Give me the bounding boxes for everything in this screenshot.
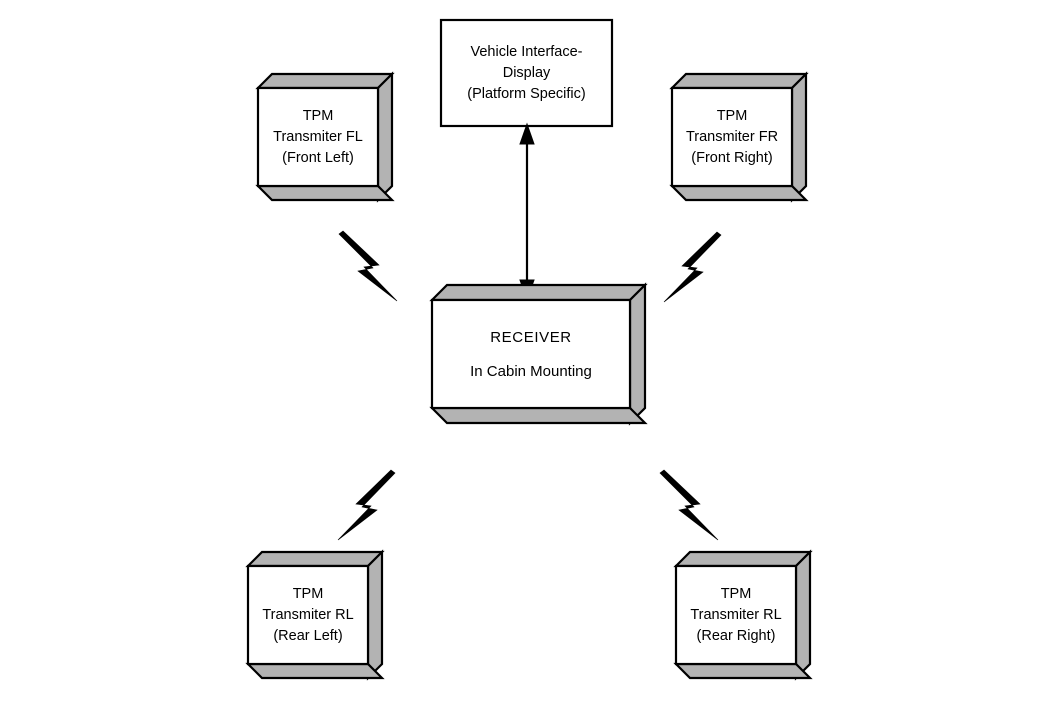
receiver-front-face: [430, 298, 632, 410]
node-receiver[interactable]: [429, 282, 648, 426]
rf-link-rear-right-bolt-icon[interactable]: [659, 469, 719, 541]
receiver-bottom-face: [429, 406, 648, 425]
tpm-fl-bottom-face: [255, 184, 395, 202]
tpm-rr-bottom-face: [673, 662, 813, 680]
tpm-fr-front-face: [670, 86, 794, 188]
tpm-fr-bottom-face: [669, 184, 809, 202]
tpm-fl-top-face: [255, 72, 395, 90]
node-tpm-transmitter-rr[interactable]: [673, 549, 813, 681]
node-vehicle-interface-display[interactable]: [439, 18, 614, 128]
tpm-rl-bottom-face: [245, 662, 385, 680]
tpm-rl-top-face: [245, 550, 385, 568]
rf-link-front-right-bolt-icon[interactable]: [663, 231, 722, 303]
node-tpm-transmitter-fl[interactable]: [255, 71, 395, 203]
tpm-rl-front-face: [246, 564, 370, 666]
tpm-rr-front-face: [674, 564, 798, 666]
bolt-shape-rl: [337, 469, 396, 541]
receiver-top-face: [429, 283, 648, 302]
tpm-fl-side-face: [376, 71, 394, 203]
tpm-rr-side-face: [794, 549, 812, 681]
tpm-rl-side-face: [366, 549, 384, 681]
rf-link-rear-left-bolt-icon[interactable]: [337, 469, 396, 541]
bolt-shape-rr: [659, 469, 719, 541]
connector-display-receiver-arrow[interactable]: [519, 122, 535, 302]
node-tpm-transmitter-rl[interactable]: [245, 549, 385, 681]
node-tpm-transmitter-fr[interactable]: [669, 71, 809, 203]
tpm-rr-top-face: [673, 550, 813, 568]
tpm-fl-front-face: [256, 86, 380, 188]
arrow-head-up-icon: [519, 122, 535, 145]
rf-link-front-left-bolt-icon[interactable]: [338, 230, 398, 302]
tpm-fr-side-face: [790, 71, 808, 203]
receiver-side-face: [628, 282, 647, 426]
tpm-fr-top-face: [669, 72, 809, 90]
bolt-shape-fl: [338, 230, 398, 302]
display-box-face: [439, 18, 614, 128]
bolt-shape-fr: [663, 231, 722, 303]
